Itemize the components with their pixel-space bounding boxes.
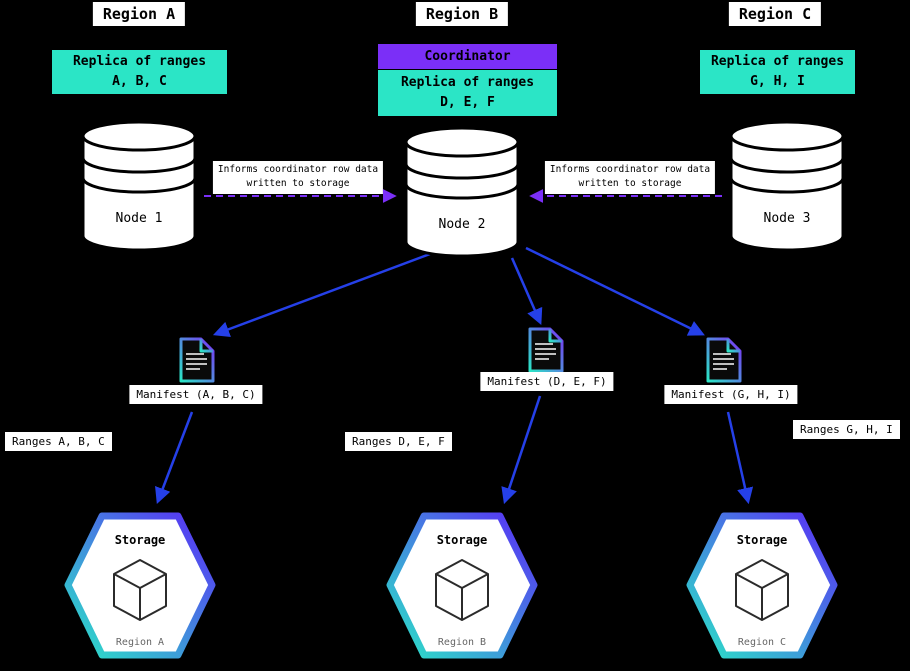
replica-b-line1: Replica of ranges: [400, 74, 535, 90]
storage-c-region-label: Region C: [738, 637, 786, 648]
node-2-database-icon: Node 2: [404, 126, 520, 258]
sync-message-left-line2: written to storage: [246, 178, 350, 190]
arrow-manifest-c-to-storage-c: [726, 411, 754, 505]
ranges-c-label: Ranges G, H, I: [793, 420, 900, 439]
manifest-c-file-icon: [706, 337, 742, 383]
sync-message-right-line2: written to storage: [578, 178, 682, 190]
ranges-a-label: Ranges A, B, C: [5, 432, 112, 451]
node-1-label: Node 1: [116, 211, 163, 226]
replica-b-line2: D, E, F: [440, 95, 495, 110]
region-b-title: Region B: [415, 2, 509, 26]
manifest-a-file-icon: [179, 337, 215, 383]
storage-c-cube-icon: [735, 559, 789, 621]
coordinator-label: Coordinator: [424, 49, 511, 64]
replica-box-a: Replica of ranges A, B, C: [52, 50, 227, 94]
sync-message-left-line1: Informs coordinator row data: [217, 164, 379, 175]
replica-box-c: Replica of ranges G, H, I: [700, 50, 855, 94]
node-3-label: Node 3: [764, 211, 811, 226]
region-a-title: Region A: [92, 2, 186, 26]
manifest-b-file-icon: [528, 327, 564, 373]
manifest-a-label: Manifest (A, B, C): [129, 385, 263, 404]
arrow-manifest-a-to-storage-a: [155, 411, 194, 505]
region-c-title: Region C: [728, 2, 822, 26]
storage-c-title: Storage: [737, 533, 788, 547]
storage-a-title: Storage: [115, 533, 166, 547]
replica-c-line1: Replica of ranges: [710, 53, 845, 69]
coordinator-box: Coordinator: [378, 44, 557, 69]
replica-box-b: Replica of ranges D, E, F: [378, 70, 557, 116]
arrow-node2-to-manifest-c: [525, 246, 705, 336]
manifest-c-label: Manifest (G, H, I): [664, 385, 798, 404]
storage-c-hexagon: Storage Region C: [686, 512, 838, 659]
sync-message-right: Informs coordinator row data written to …: [544, 161, 716, 194]
node-3-database-icon: Node 3: [729, 120, 845, 252]
arrow-manifest-b-to-storage-b: [501, 395, 542, 505]
manifest-b-label: Manifest (D, E, F): [480, 372, 614, 391]
node-2-label: Node 2: [439, 217, 486, 232]
ranges-b-label: Ranges D, E, F: [345, 432, 452, 451]
arrow-node2-to-manifest-a: [212, 252, 431, 338]
replica-c-line2: G, H, I: [750, 74, 805, 89]
sync-message-left: Informs coordinator row data written to …: [212, 161, 384, 194]
node-1-database-icon: Node 1: [81, 120, 197, 252]
storage-b-title: Storage: [437, 533, 488, 547]
storage-a-region-label: Region A: [116, 637, 164, 648]
storage-b-hexagon: Storage Region B: [386, 512, 538, 659]
sync-message-right-line1: Informs coordinator row data: [549, 164, 711, 175]
storage-a-cube-icon: [113, 559, 167, 621]
storage-b-cube-icon: [435, 559, 489, 621]
replica-a-line1: Replica of ranges: [72, 53, 207, 69]
replica-a-line2: A, B, C: [112, 74, 167, 89]
arrow-node2-to-manifest-b: [510, 257, 543, 325]
storage-a-hexagon: Storage Region A: [64, 512, 216, 659]
storage-b-region-label: Region B: [438, 637, 486, 648]
